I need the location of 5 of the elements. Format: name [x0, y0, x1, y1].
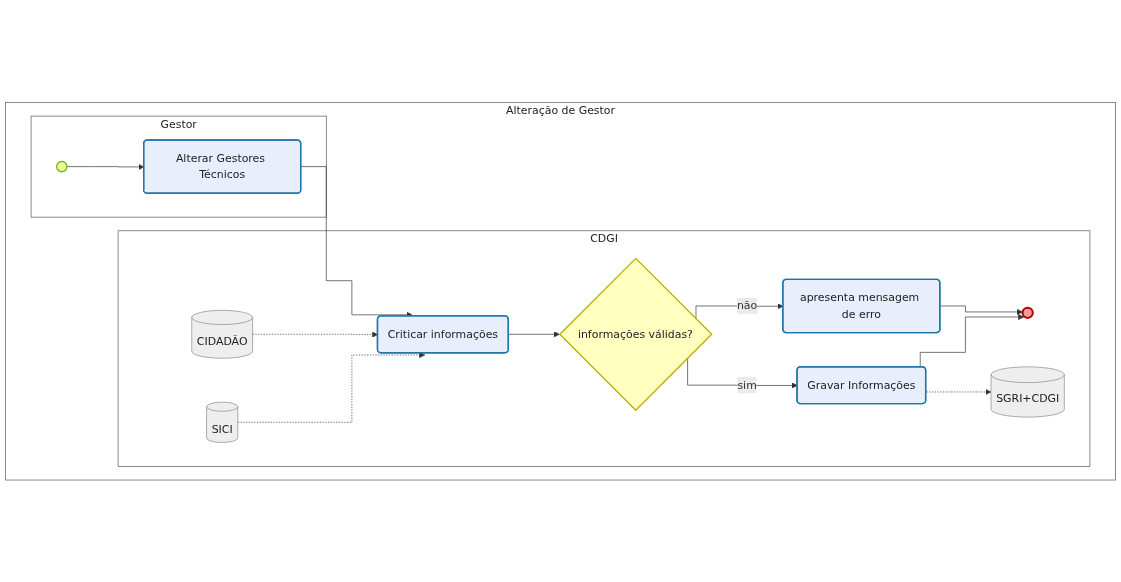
edge-label: não [736, 298, 758, 312]
node-circle [1021, 306, 1034, 319]
node-circle [55, 160, 68, 173]
node-diamond: informações válidas? [558, 257, 713, 411]
edge-label: sim [737, 378, 757, 392]
